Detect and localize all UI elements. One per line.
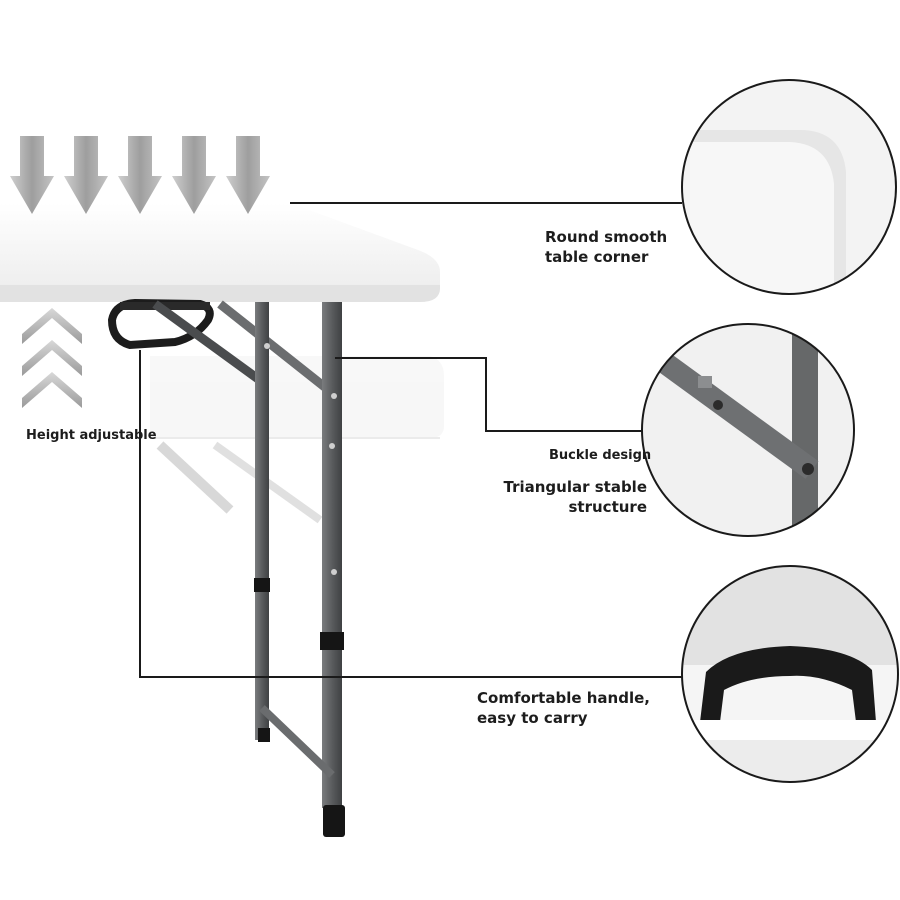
height-adjustable-caption: Height adjustable xyxy=(26,427,157,445)
table-frame xyxy=(152,300,345,837)
down-arrow-icon xyxy=(64,136,108,214)
down-arrow-icon xyxy=(172,136,216,214)
handle-detail-circle xyxy=(681,565,899,783)
pressure-arrows xyxy=(10,136,270,214)
height-adjustable-text: Height adjustable xyxy=(26,428,157,443)
handle-caption-line1: Comfortable handle, xyxy=(477,689,650,707)
handle-caption: Comfortable handle, easy to carry xyxy=(477,688,650,729)
handle-leader xyxy=(139,350,682,678)
lower-table-ghost xyxy=(150,356,444,524)
down-arrow-icon xyxy=(118,136,162,214)
buckle-caption: Buckle design xyxy=(549,447,651,465)
triangle-caption: Triangular stable structure xyxy=(503,477,648,518)
up-chevron-icon xyxy=(22,372,82,408)
triangle-caption-line1: Triangular stable xyxy=(503,478,648,496)
corner-caption-line1: Round smooth xyxy=(545,228,668,246)
down-arrow-icon xyxy=(10,136,54,214)
table-top xyxy=(0,203,440,302)
corner-caption-line2: table corner xyxy=(545,248,649,267)
leader-lines xyxy=(139,202,682,678)
triangle-caption-line2: structure xyxy=(568,498,648,517)
up-chevron-icon xyxy=(22,340,82,376)
buckle-detail-circle xyxy=(641,323,855,537)
buckle-leader xyxy=(335,357,643,432)
handle-caption-line2: easy to carry xyxy=(477,709,588,728)
buckle-caption-text: Buckle design xyxy=(549,448,652,463)
down-arrow-icon xyxy=(226,136,270,214)
corner-detail-circle xyxy=(681,79,897,295)
up-chevron-icon xyxy=(22,308,82,344)
height-chevrons xyxy=(22,308,82,408)
corner-caption: Round smooth table corner xyxy=(545,227,667,268)
